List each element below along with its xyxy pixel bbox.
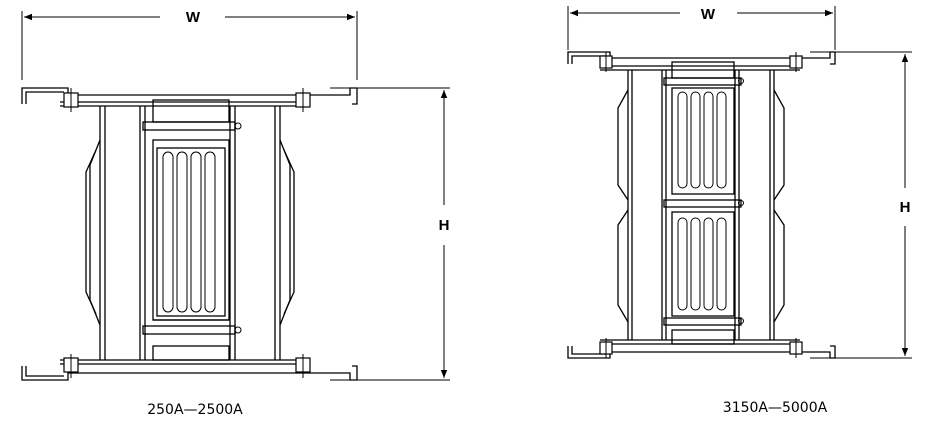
drawing-3150a-5000a: W H [567, 6, 912, 416]
width-label-left: W [186, 9, 201, 26]
caption-right: 3150A—5000A [723, 400, 828, 416]
caption-left: 250A—2500A [147, 402, 243, 418]
drawing-250a-2500a: W H [21, 9, 450, 418]
height-label-right: H [900, 199, 911, 216]
height-label-left: H [439, 217, 450, 234]
width-label-right: W [701, 6, 716, 23]
